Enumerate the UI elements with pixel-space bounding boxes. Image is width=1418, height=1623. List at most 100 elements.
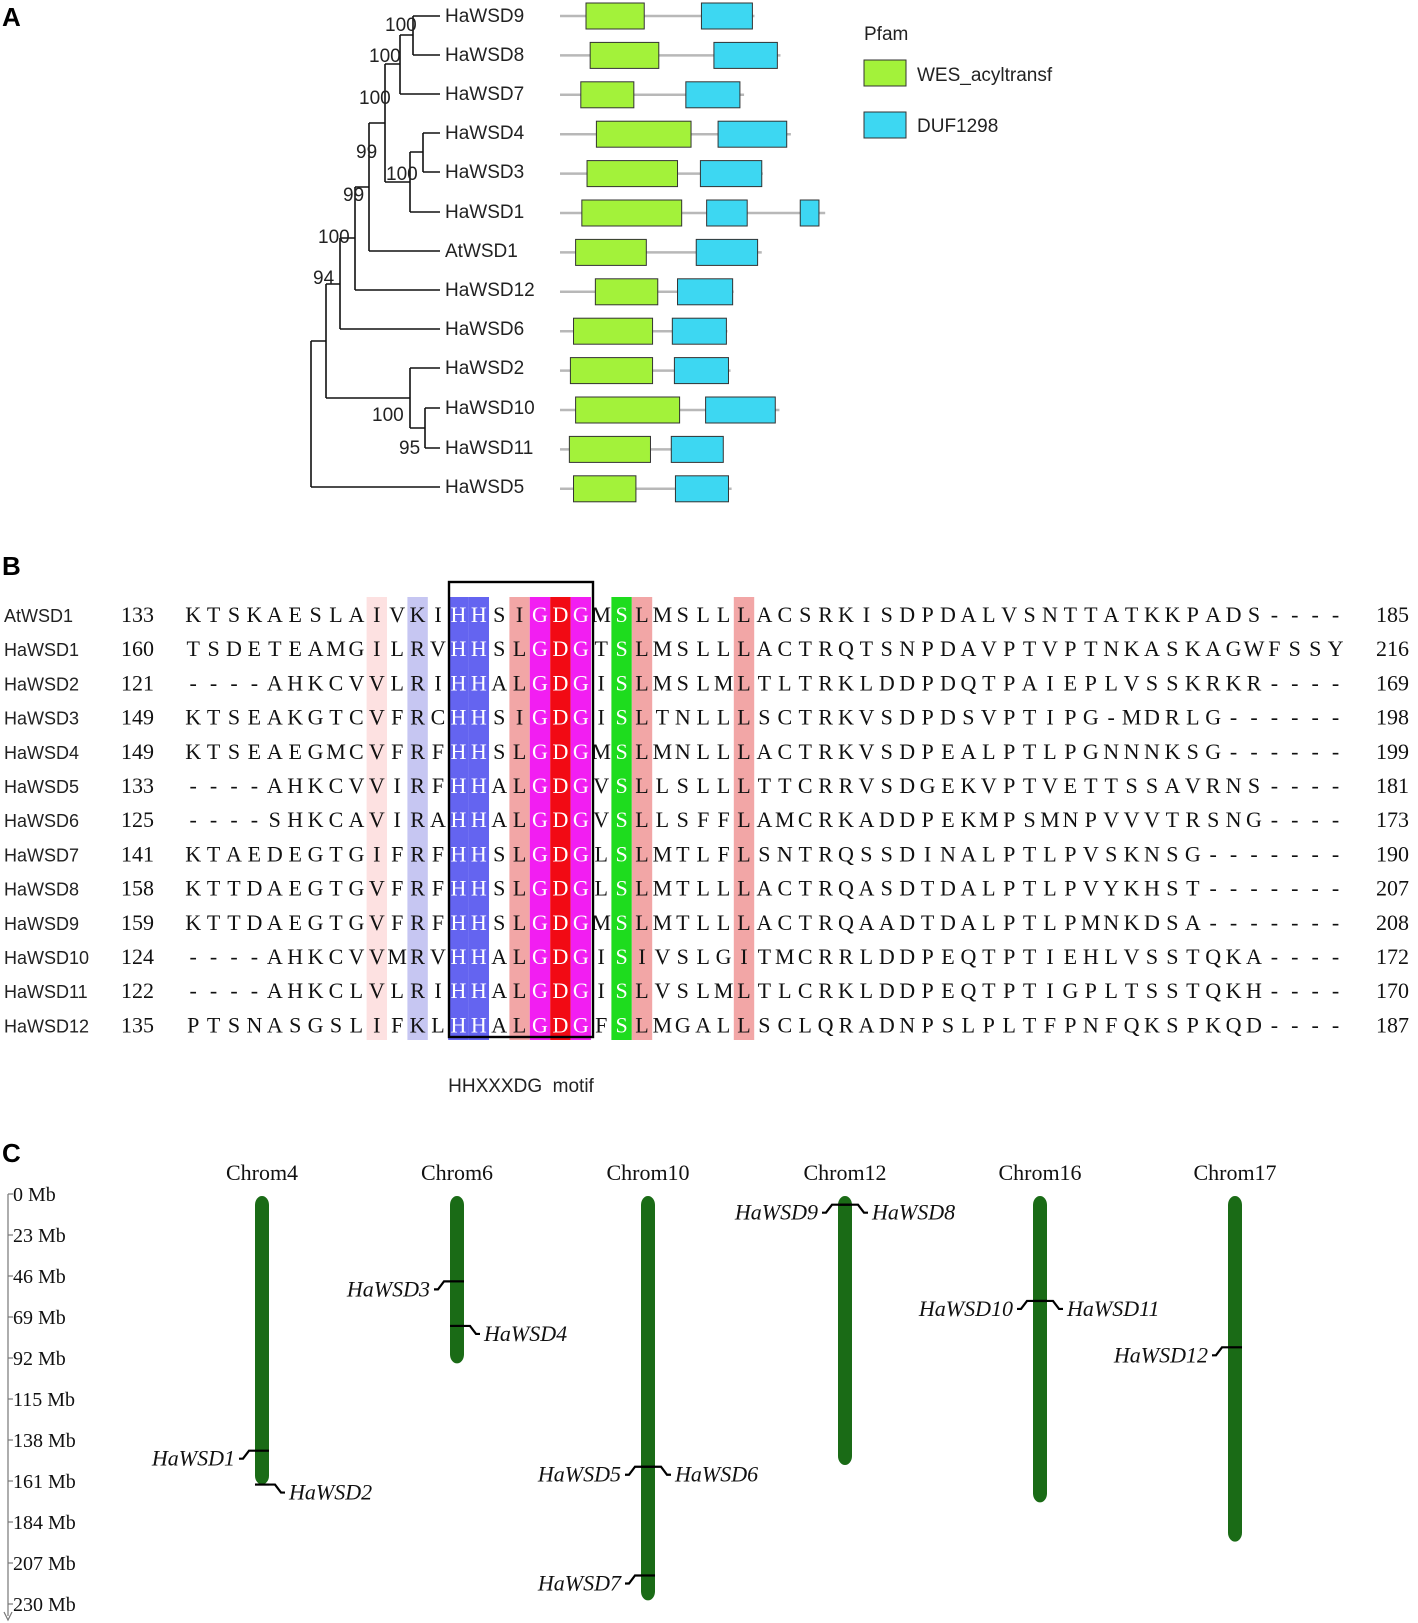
residue: H: [450, 807, 466, 832]
sequence-end: 216: [1376, 636, 1409, 661]
residue: L: [717, 773, 730, 798]
residue: P: [1187, 1012, 1199, 1037]
sequence-start: 158: [121, 876, 154, 901]
residue: E: [248, 841, 261, 866]
residue: V: [1042, 636, 1058, 661]
residue: L: [737, 636, 750, 661]
gene-connector: [625, 1465, 641, 1476]
residue: L: [635, 807, 648, 832]
residue: -: [1332, 978, 1339, 1003]
residue: K: [308, 670, 324, 695]
residue: T: [1125, 978, 1139, 1003]
residue: T: [207, 602, 221, 627]
residue: -: [1271, 602, 1278, 627]
residue: K: [1185, 636, 1201, 661]
sequence-end: 187: [1376, 1012, 1409, 1037]
residue: H: [450, 876, 466, 901]
gene-connector: [822, 1203, 838, 1214]
residue: N: [675, 705, 691, 730]
residue: Y: [1328, 636, 1344, 661]
residue: T: [1186, 978, 1200, 1003]
residue: -: [230, 978, 237, 1003]
residue: D: [899, 602, 915, 627]
residue: E: [1064, 773, 1077, 798]
sequence-start: 133: [121, 602, 154, 627]
residue: G: [308, 841, 324, 866]
tree-branch: [368, 122, 440, 252]
residue: C: [329, 978, 344, 1003]
residue: S: [1146, 944, 1158, 969]
residue: G: [308, 705, 324, 730]
residue: Q: [960, 670, 976, 695]
residue: -: [1291, 602, 1298, 627]
residue: K: [1124, 636, 1140, 661]
residue: F: [432, 773, 444, 798]
residue: H: [471, 876, 487, 901]
residue: T: [1104, 773, 1118, 798]
residue: P: [1003, 773, 1015, 798]
domain-row: [560, 41, 781, 69]
residue: S: [228, 739, 240, 764]
residue: K: [1205, 1012, 1221, 1037]
residue: I: [598, 944, 605, 969]
gene-connector: [239, 1449, 255, 1460]
chromosome-label: Chrom12: [803, 1160, 886, 1185]
residue: M: [775, 807, 795, 832]
residue: T: [676, 910, 690, 935]
tree-leaf-labels: HaWSD9 HaWSD8 HaWSD7 HaWSD4 HaWSD3 HaWSD…: [445, 6, 535, 498]
bootstrap-label: 100: [369, 46, 401, 67]
residue: L: [860, 944, 873, 969]
residue: V: [369, 944, 385, 969]
chromosome-label: Chrom16: [998, 1160, 1081, 1185]
residue: L: [594, 876, 607, 901]
motif-label: HHXXXDG motif: [448, 1076, 594, 1097]
residue: A: [960, 739, 976, 764]
residue: T: [982, 978, 996, 1003]
residue: K: [1124, 841, 1140, 866]
residue: G: [1083, 705, 1099, 730]
residue: T: [207, 705, 221, 730]
residue: D: [552, 705, 568, 730]
residue: L: [860, 978, 873, 1003]
residue: A: [267, 773, 283, 798]
sequence-start: 121: [121, 670, 154, 695]
residue: G: [348, 910, 364, 935]
residue: -: [251, 670, 258, 695]
chromosome-bar: [255, 1196, 269, 1485]
residue: -: [1312, 670, 1319, 695]
residue: H: [471, 602, 487, 627]
residue: H: [450, 910, 466, 935]
residue: T: [1023, 910, 1037, 935]
domain-row: [560, 396, 780, 424]
residue: G: [532, 841, 548, 866]
residue: L: [431, 1012, 444, 1037]
residue: Q: [1205, 978, 1221, 1003]
residue: N: [899, 1012, 915, 1037]
residue: G: [675, 1012, 691, 1037]
residue: -: [1291, 841, 1298, 866]
residue: K: [185, 910, 201, 935]
residue: K: [1144, 602, 1160, 627]
residue: V: [430, 944, 446, 969]
tree-branch: [399, 34, 440, 95]
residue: M: [653, 636, 673, 661]
residue: I: [373, 602, 380, 627]
residue: G: [532, 705, 548, 730]
residue: H: [471, 636, 487, 661]
residue: E: [941, 944, 954, 969]
residue: N: [246, 1012, 262, 1037]
residue: G: [716, 944, 732, 969]
residue: H: [450, 739, 466, 764]
residue: A: [756, 636, 772, 661]
gene-label: HaWSD6: [674, 1462, 758, 1487]
residue: K: [308, 773, 324, 798]
residue: Q: [838, 841, 854, 866]
axis-tick-label: 161 Mb: [13, 1471, 76, 1493]
sequence-name: HaWSD4: [4, 743, 79, 763]
residue: R: [818, 739, 833, 764]
residue: T: [860, 636, 874, 661]
residue: H: [287, 670, 303, 695]
wes-acyltransf-domain: [573, 475, 637, 503]
residue: H: [287, 944, 303, 969]
